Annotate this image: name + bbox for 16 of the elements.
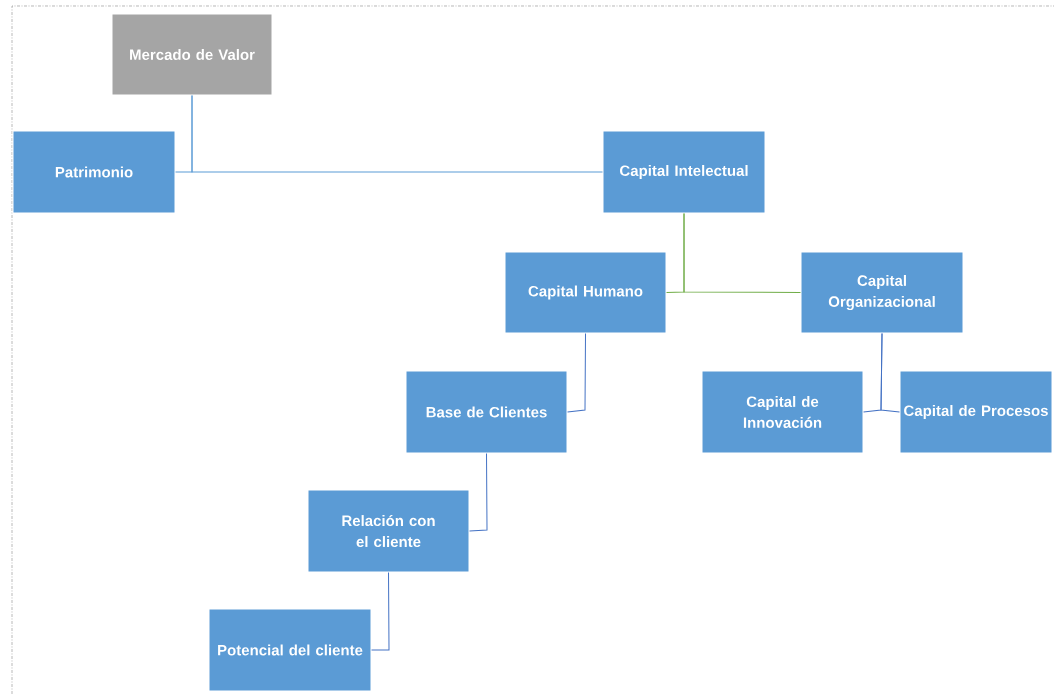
org-box: Mercado de Valor [111,13,273,96]
org-box: Potencial del cliente [208,608,372,692]
org-box: Capital de Procesos [899,370,1053,454]
connector-line [880,333,900,413]
connector-line [469,453,488,532]
org-box: Capital Intelectual [602,130,766,214]
connector-line [683,213,801,293]
connector-line [567,333,586,413]
connector-line [191,95,603,173]
org-box: Capital Humano [504,251,667,334]
org-box: Patrimonio [12,130,176,214]
org-box: Relación con el cliente [307,489,470,573]
org-box: Capital Organizacional [800,251,964,334]
org-box: Base de Clientes [405,370,568,454]
connector-line [371,572,390,651]
org-box: Capital de Innovación [701,370,864,454]
